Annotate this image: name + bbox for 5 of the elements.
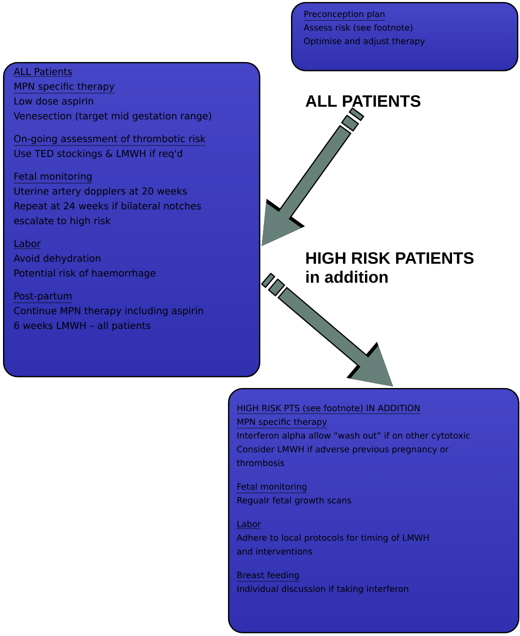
text-box: ALL Patients MPN specific therapy Low dose aspirin Venesection (target mid gestation range) On-going assessment of thrombotic risk Use TED stockings & LMWH if req'd Fetal monitoring Uterine artery dopplers at 20 weeks Repeat at 24 weeks if bilateral notches escalate to high risk Labor Avoid dehydration Potential risk of haemorrhage Post-partum Continue MPN therapy including aspirin 6 weeks LMWH – all patients — [3, 62, 260, 378]
edge-label: ALL PATIENTS — [306, 95, 420, 107]
text-box: Preconception plan Assess risk (see footnote) Optimise and adjust therapy — [291, 2, 518, 72]
edge-label: HIGH RISK PATIENTS in addition — [306, 252, 474, 283]
text-box: HIGH RISK PTS (see footnote) IN ADDITION MPN specific therapy Interferon alpha allow “wash out” if on other cytotoxic Consider LMWH if adverse previous pregnancy or thrombosis Fetal monitoring Regualr fetal growth scans Labor Adhere to local protocols for timing of LMWH and interventions Breast feeding Individual discussion if taking interferon — [228, 388, 520, 634]
